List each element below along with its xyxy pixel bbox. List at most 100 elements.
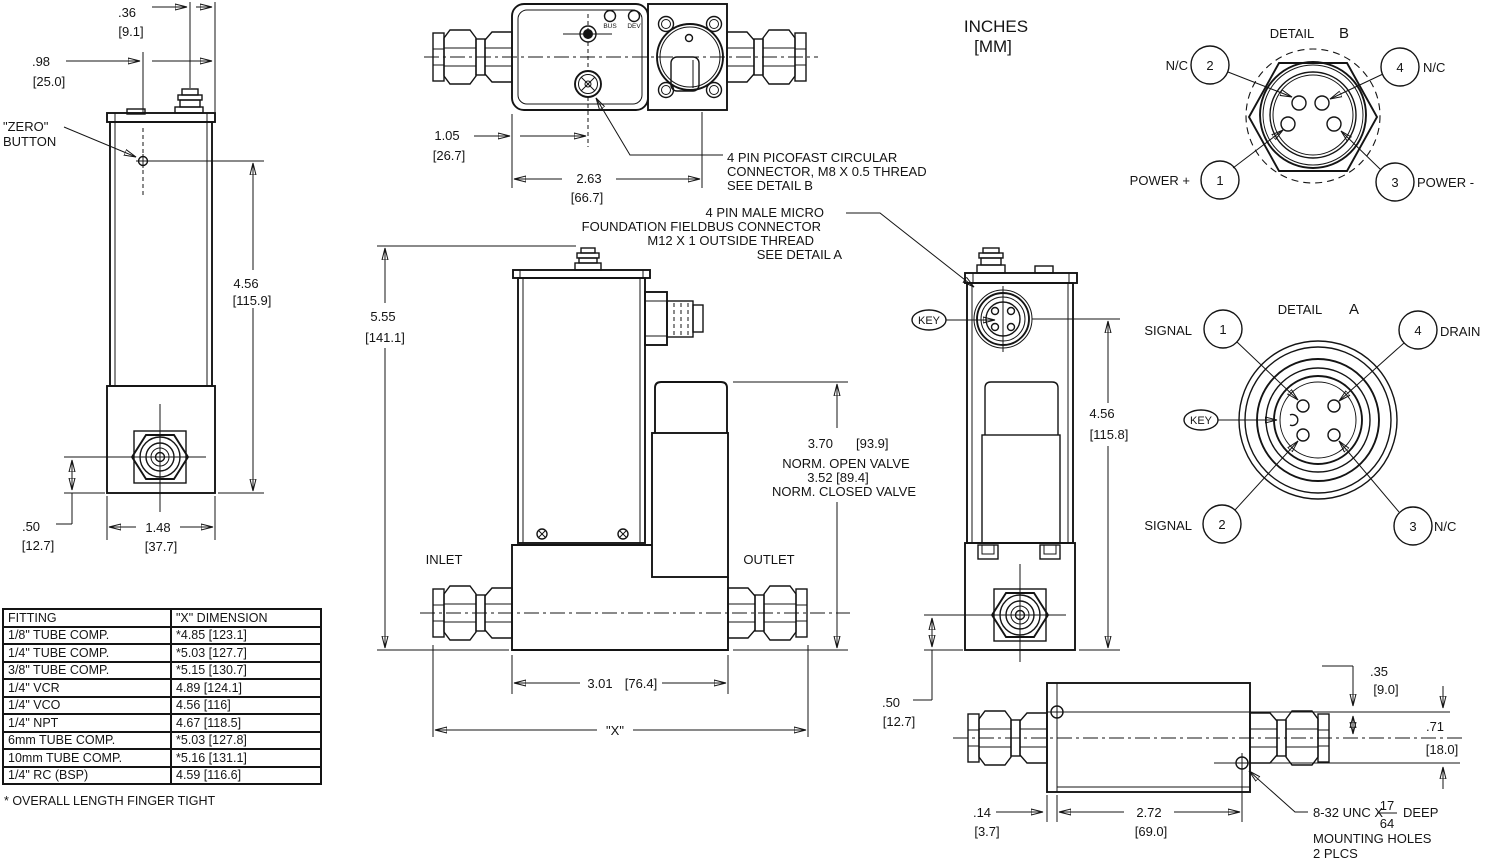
- table-header-row: FITTING "X" DIMENSION: [2, 608, 322, 628]
- x-dimension-cell: 4.59 [116.6]: [170, 765, 322, 785]
- pin-callout-2: [1202, 504, 1242, 544]
- pin-number: 4: [1396, 60, 1403, 75]
- m12-connector-side: [644, 291, 704, 346]
- front-view: INLET OUTLET 5.55 [141.1] 3.70 [93.9] NO…: [365, 245, 916, 738]
- inlet-label: INLET: [426, 552, 463, 567]
- pin-label: SIGNAL: [1144, 518, 1192, 533]
- pin-label: POWER +: [1130, 173, 1190, 188]
- dim-top-connector-in: 1.05: [434, 128, 459, 143]
- detail-b-letter: B: [1339, 25, 1349, 42]
- picofast-callout-2: CONNECTOR, M8 X 0.5 THREAD: [727, 164, 927, 179]
- pin-number: 3: [1391, 175, 1398, 190]
- mounting-callout-prefix: 8-32 UNC X: [1313, 805, 1383, 820]
- pin-number: 3: [1409, 519, 1416, 534]
- dim-base-width-mm: [76.4]: [625, 676, 658, 691]
- pin-callout-1: [1203, 309, 1243, 349]
- pin-callout-1: [1200, 160, 1240, 200]
- pin-callout-3: [1375, 162, 1415, 202]
- dim-hole-span-mm: [18.0]: [1426, 742, 1459, 757]
- mounting-hole-1: [1046, 701, 1068, 723]
- x-dimension-cell: *4.85 [123.1]: [170, 625, 322, 645]
- detail-b-title: DETAIL: [1270, 26, 1315, 41]
- units-note: INCHES [MM]: [964, 17, 1028, 56]
- key-label: KEY: [1190, 415, 1213, 427]
- table-footnote: * OVERALL LENGTH FINGER TIGHT: [4, 794, 216, 808]
- valve-closed-dim: 3.52 [89.4]: [807, 470, 868, 485]
- pin-number: 2: [1218, 517, 1225, 532]
- detail-a-title: DETAIL: [1278, 302, 1323, 317]
- valve-open-note: NORM. OPEN VALVE: [782, 456, 910, 471]
- bottom-view: .35 [9.0] .71 [18.0] .14 [3.7] 2.72 [69.…: [953, 664, 1462, 859]
- zero-button-label-2: BUTTON: [3, 134, 56, 149]
- x-dimension-column-header: "X" DIMENSION: [170, 608, 322, 628]
- fitting-cell: 1/4" RC (BSP): [2, 765, 172, 785]
- dim-hole-spacing-in: 2.72: [1136, 805, 1161, 820]
- pin-label: N/C: [1423, 60, 1445, 75]
- pin-label: N/C: [1166, 58, 1188, 73]
- left-side-view: .36 [9.1] .98 [25.0] "ZERO" BUTTON 4.56 …: [3, 2, 271, 554]
- x-dimension-cell: *5.15 [130.7]: [170, 660, 322, 680]
- fieldbus-callout-4: SEE DETAIL A: [757, 247, 843, 262]
- picofast-callout-3: SEE DETAIL B: [727, 178, 813, 193]
- fieldbus-callout-2: FOUNDATION FIELDBUS CONNECTOR: [582, 219, 821, 234]
- dim-connector-offset-in: .36: [118, 5, 136, 20]
- table-row: 1/4" TUBE COMP.*5.03 [127.7]: [2, 643, 322, 663]
- side-view: KEY 4.56 [115.8] .50 [12.7]: [882, 247, 1129, 729]
- dim-overall-height-mm: [141.1]: [365, 330, 405, 345]
- fitting-cell: 10mm TUBE COMP.: [2, 748, 172, 768]
- pin-callout-4: [1380, 47, 1420, 87]
- dim-hole-offset-in: .35: [1370, 664, 1388, 679]
- dim-connector-offset-mm: [9.1]: [118, 24, 143, 39]
- mounting-frac-num: 17: [1380, 798, 1394, 813]
- detail-a: DETAIL A 1 4 2 3 SIGNAL DRAIN SIGNAL N/C…: [1144, 301, 1480, 546]
- dim-top-connector-mm: [26.7]: [433, 148, 466, 163]
- table-row: 6mm TUBE COMP.*5.03 [127.8]: [2, 730, 322, 750]
- x-dimension-cell: *5.16 [131.1]: [170, 748, 322, 768]
- picofast-connector: [574, 70, 602, 98]
- pin-number: 1: [1219, 322, 1226, 337]
- fitting-table: FITTING "X" DIMENSION 1/8" TUBE COMP.*4.…: [2, 608, 322, 785]
- dim-side-height-mm: [115.8]: [1090, 427, 1129, 442]
- dim-overall-height-in: 5.55: [370, 309, 395, 324]
- mounting-hole-2: [1231, 752, 1253, 774]
- table-row: 1/4" RC (BSP)4.59 [116.6]: [2, 765, 322, 785]
- pin-callout-4: [1398, 310, 1438, 350]
- key-label: KEY: [918, 315, 941, 327]
- mounting-callout-line3: 2 PLCS: [1313, 846, 1358, 859]
- mounting-callout-suffix: DEEP: [1403, 805, 1438, 820]
- outlet-label: OUTLET: [743, 552, 794, 567]
- dev-led: [627, 9, 641, 23]
- m12-connector-face: [973, 286, 1033, 352]
- x-dimension-cell: 4.56 [116]: [170, 695, 322, 715]
- pin-label: N/C: [1434, 519, 1456, 534]
- dim-button-offset-in: .98: [32, 54, 50, 69]
- dim-side-height-in: 4.56: [1089, 406, 1114, 421]
- detail-b: DETAIL B 2 4 1 3 N/C N/C POWER + POWER -: [1130, 25, 1474, 202]
- table-row: 1/8" TUBE COMP.*4.85 [123.1]: [2, 625, 322, 645]
- pin-number: 4: [1414, 323, 1421, 338]
- dim-hole-span-in: .71: [1426, 719, 1444, 734]
- pin-label: SIGNAL: [1144, 323, 1192, 338]
- dim-button-offset-mm: [25.0]: [33, 74, 66, 89]
- pin-number: 2: [1206, 58, 1213, 73]
- valve-closed-note: NORM. CLOSED VALVE: [772, 484, 916, 499]
- dim-edge-offset-in: .14: [973, 805, 991, 820]
- fitting-cell: 1/4" VCO: [2, 695, 172, 715]
- fitting-cell: 1/4" VCR: [2, 678, 172, 698]
- top-view: BUS DEV 1.05 [26.7] 2.63 [66.7] 4 PIN PI…: [424, 3, 974, 287]
- dim-side-port-mm: [12.7]: [883, 714, 916, 729]
- x-dimension-cell: 4.89 [124.1]: [170, 678, 322, 698]
- dim-hole-spacing-mm: [69.0]: [1135, 824, 1168, 839]
- x-dimension-cell: 4.67 [118.5]: [170, 713, 322, 733]
- dim-valve-height-in: 3.70: [808, 436, 833, 451]
- fitting-column-header: FITTING: [2, 608, 172, 628]
- pin-callout-3: [1393, 506, 1433, 546]
- dim-port-height-mm: [12.7]: [22, 538, 55, 553]
- fitting-cell: 6mm TUBE COMP.: [2, 730, 172, 750]
- fitting-cell: 3/8" TUBE COMP.: [2, 660, 172, 680]
- dim-valve-height-mm: [93.9]: [856, 436, 889, 451]
- units-line-2: [MM]: [974, 37, 1012, 56]
